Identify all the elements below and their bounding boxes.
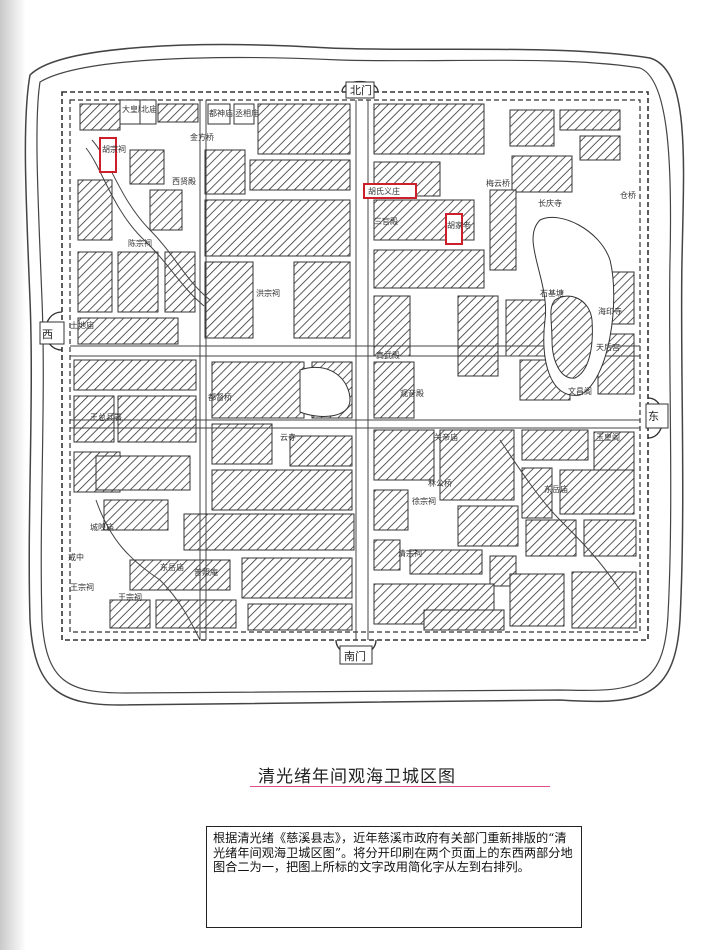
west-pond <box>299 366 351 417</box>
label-dujian: 都督桥 <box>208 392 232 402</box>
label-sanguan: 三官殿 <box>374 216 398 226</box>
scan-shadow <box>0 0 26 950</box>
label-guandi: 关帝庙 <box>434 432 458 442</box>
label-cangqiao: 仓桥 <box>620 190 636 200</box>
caption-box: 根据清光绪《慈溪县志》，近年慈溪市政府有关部门重新排版的“清光绪年间观海卫城区图… <box>206 826 582 928</box>
map-title: 清光绪年间观海卫城区图 <box>258 767 456 787</box>
moat-outer <box>24 43 685 706</box>
label-tudi: 土地庙 <box>70 320 94 330</box>
label-yunsi: 云寺 <box>280 433 296 442</box>
east-gate <box>645 397 669 439</box>
label-yuhuang: 玉皇阁 <box>596 432 620 442</box>
label-hu-jialao: 胡家老 <box>447 220 471 230</box>
place-labels: 大皇殿 北庙 都神庙 丞相庙 金方桥 西贤殿 陈宗祠 土地庙 洪宗祠 都督桥 云… <box>68 99 636 602</box>
label-tianhou: 天后宫 <box>596 342 620 352</box>
gate-south-label: 南门 <box>344 649 366 663</box>
label-hu-zongci: 胡宗祠 <box>102 144 126 154</box>
north-gate <box>341 80 379 99</box>
title-underline <box>250 786 550 787</box>
highlight-hu-zongci <box>99 137 117 173</box>
label-meiyun: 梅云桥 <box>486 178 510 188</box>
label-jinfangqiao: 金方桥 <box>190 132 214 142</box>
label-dongyue: 东岳庙 <box>544 484 568 494</box>
city-map: 大皇殿 北庙 都神庙 丞相庙 金方桥 西贤殿 陈宗祠 土地庙 洪宗祠 都督桥 云… <box>24 43 685 706</box>
label-wangzongci2: 王宗祠 <box>118 592 142 602</box>
gate-east-label: 东 <box>648 410 659 423</box>
label-dahuang: 大皇殿 <box>122 104 146 114</box>
label-xiangjiang: 丞相庙 <box>235 108 259 118</box>
east-pond <box>532 216 615 396</box>
label-jiezhong: 戒中 <box>68 552 84 562</box>
highlight-hu-yizhuang <box>363 183 417 199</box>
label-wenchang: 文昌阁 <box>568 386 592 396</box>
gate-west-label: 西 <box>42 328 53 341</box>
label-puzhou: 普照庵 <box>194 567 218 577</box>
gate-north-label: 北门 <box>350 83 372 97</box>
label-chenghuang: 城隍庙 <box>90 522 114 532</box>
label-beimiao: 北庙 <box>141 104 157 114</box>
label-dongmiao: 东岳庙 <box>160 562 184 572</box>
highlight-hu-jialao <box>445 213 463 245</box>
building-blocks <box>73 103 637 631</box>
label-hu-yizhuang: 胡氏义庄 <box>368 186 400 196</box>
label-linmiao: 林公桥 <box>428 478 452 488</box>
label-wangzongci: 王宗祠 <box>70 582 94 592</box>
highlighted-places: 胡宗祠 胡氏义庄 胡家老 <box>99 137 471 245</box>
west-gate <box>39 311 65 351</box>
label-zhenwu: 真武殿 <box>376 350 400 360</box>
label-haiyin: 海印寺 <box>598 306 622 316</box>
label-xixiang: 西贤殿 <box>172 177 196 186</box>
label-xuzongci: 徐宗祠 <box>412 496 436 506</box>
south-gate <box>335 639 377 665</box>
caption-text: 根据清光绪《慈溪县志》，近年慈溪市政府有关部门重新排版的“清光绪年间观海卫城区图… <box>213 831 573 874</box>
city-wall-inner <box>69 99 641 633</box>
label-guanyin: 观音殿 <box>400 388 424 398</box>
label-hongzongci: 洪宗祠 <box>256 288 280 298</box>
label-wangzongbing: 王总兵署 <box>90 412 122 422</box>
label-dushen: 都神庙 <box>209 108 233 118</box>
label-chenzongci: 陈宗祠 <box>128 238 152 248</box>
moat-inner <box>36 56 672 694</box>
label-shiji: 石基塘 <box>540 288 564 298</box>
label-changqing: 长庆寺 <box>538 198 562 208</box>
label-qingzongci: 清宗祠 <box>398 548 422 558</box>
